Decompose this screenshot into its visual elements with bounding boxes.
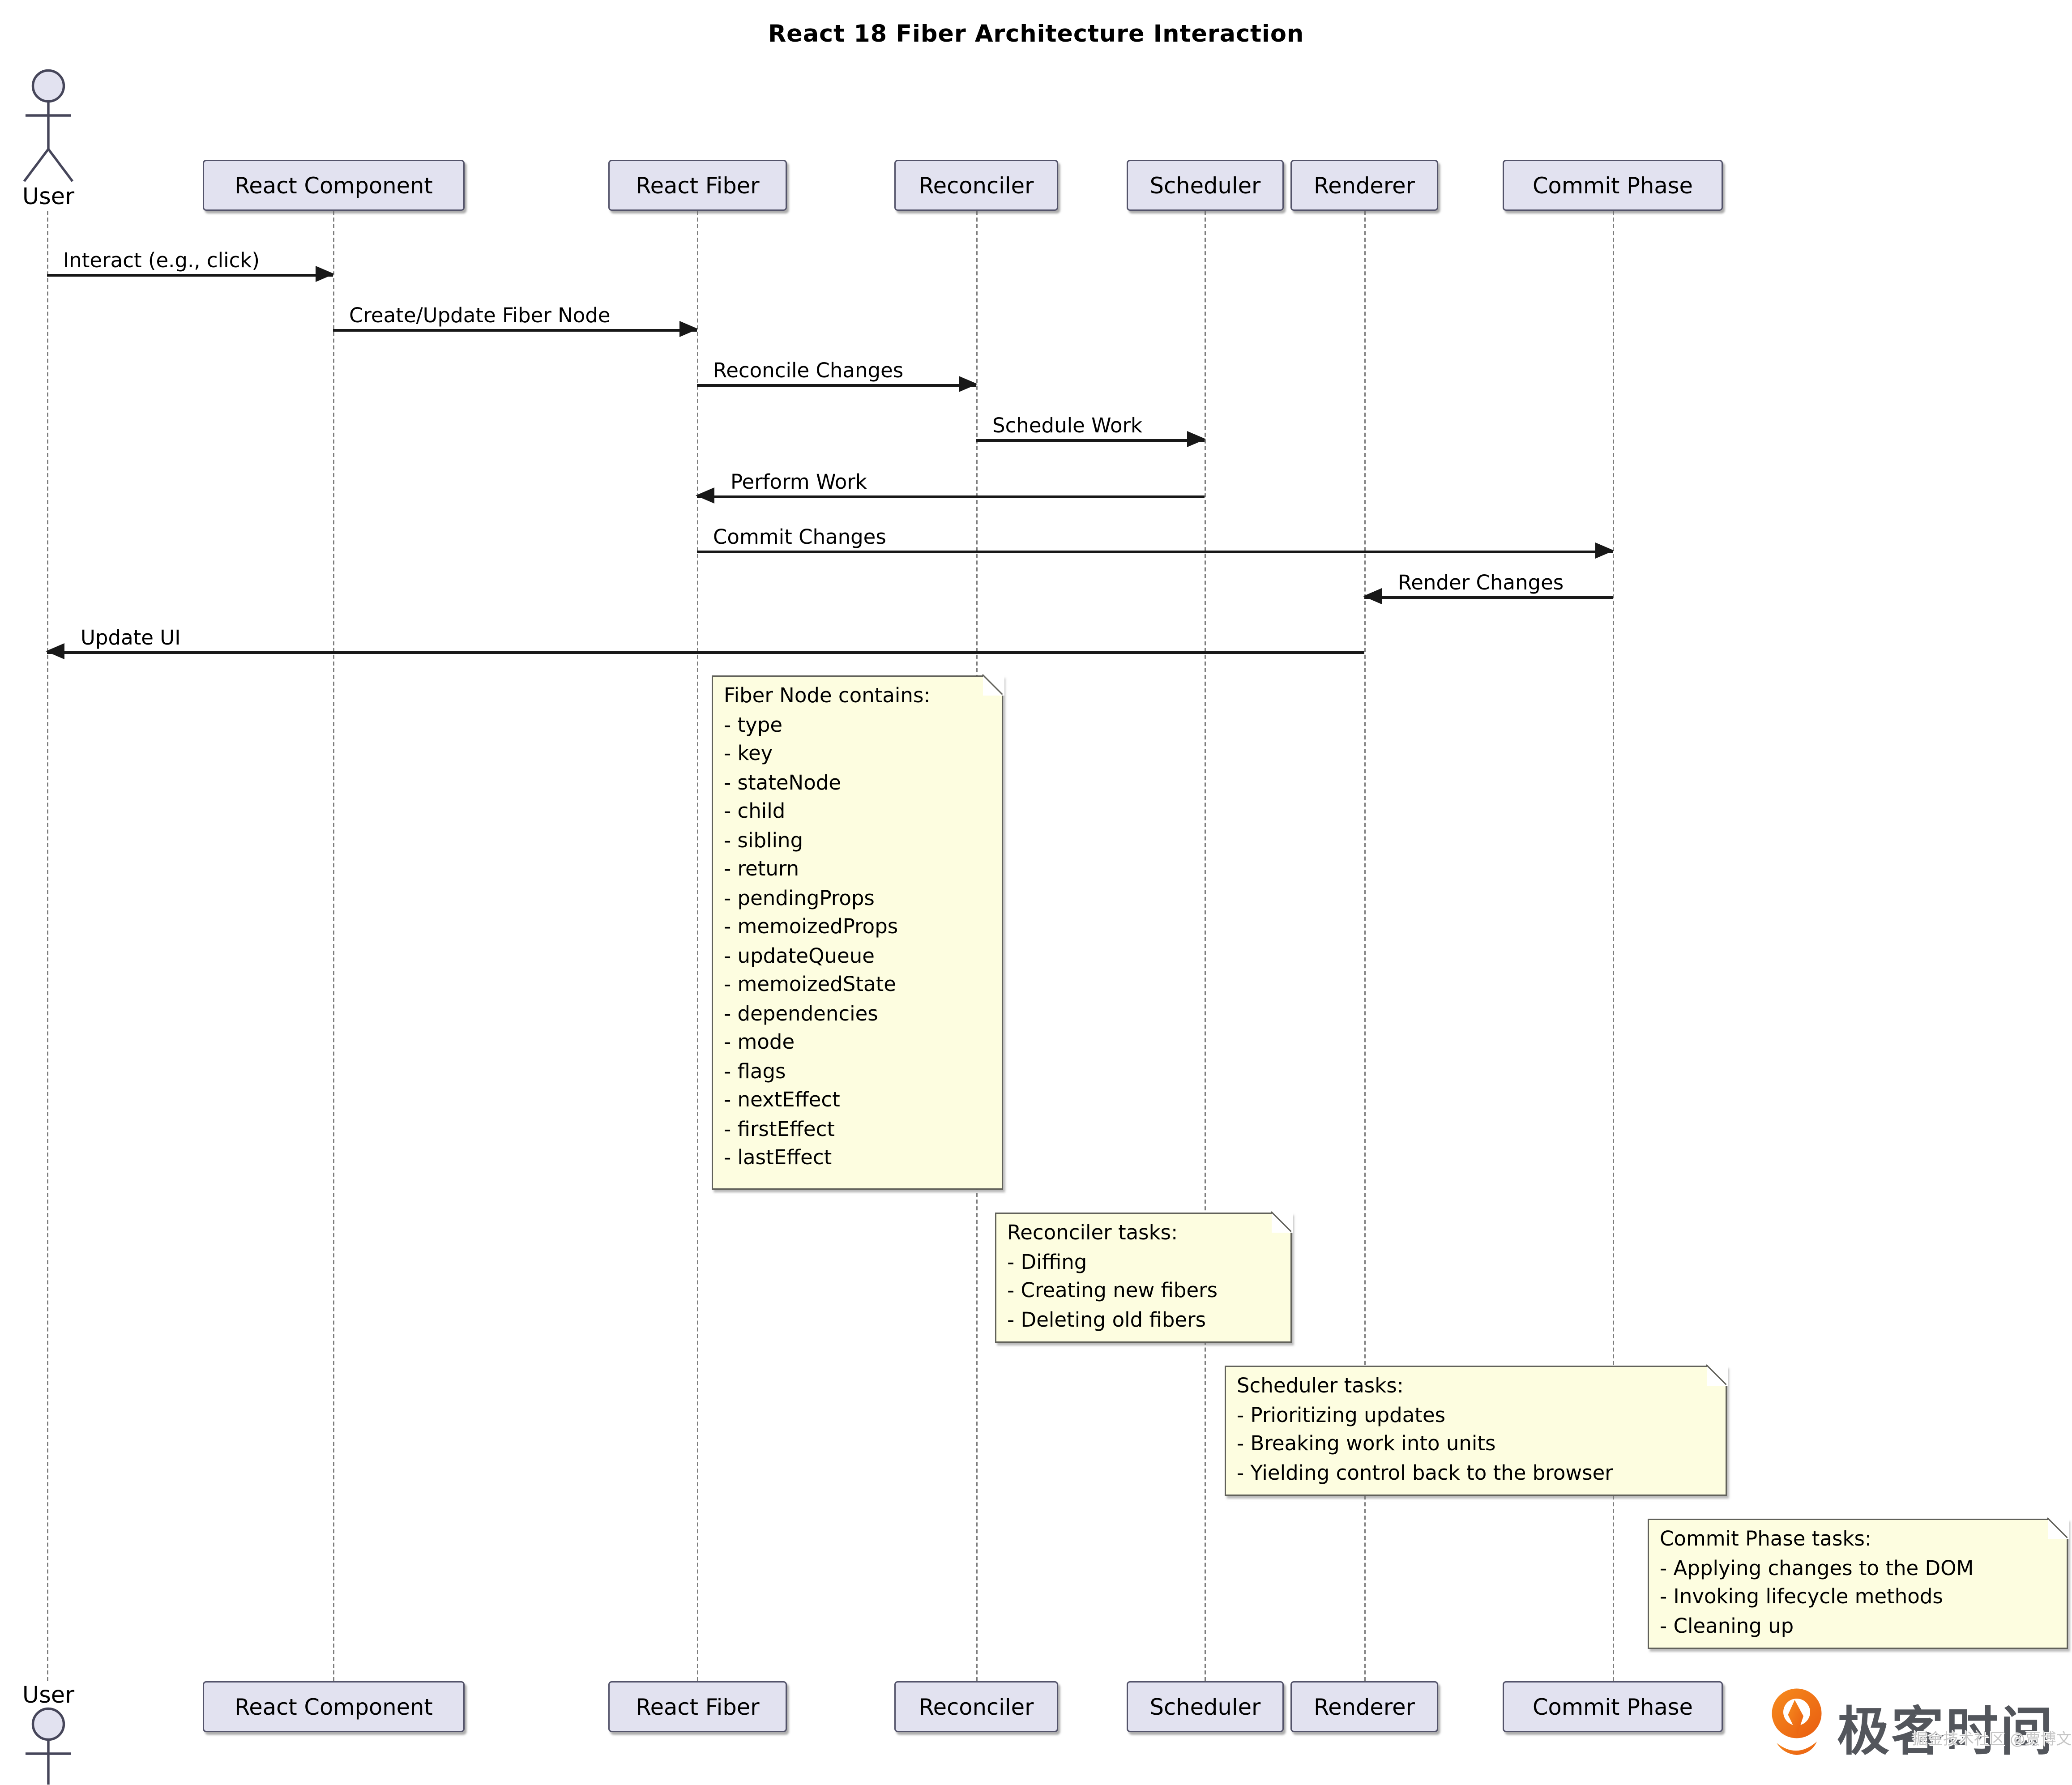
participant-bottom-react-fiber: React Fiber [608,1681,787,1732]
message-label: Interact (e.g., click) [63,248,260,273]
note-line: - type [724,712,783,737]
note-line: - Yielding control back to the browser [1237,1460,1613,1485]
note-title: Commit Phase tasks: [1660,1527,1872,1551]
note-line: - Cleaning up [1660,1613,1794,1638]
note-line: - lastEffect [724,1145,832,1170]
note-line: - sibling [724,828,803,852]
message-commit-changes: Commit Changes [697,525,1614,559]
note-line: - Diffing [1007,1249,1087,1274]
note-line: - Applying changes to the DOM [1660,1555,1974,1580]
message-arrow [46,644,1364,660]
participant-top-scheduler: Scheduler [1127,160,1284,211]
note-line: - updateQueue [724,943,875,968]
stick-figure-icon [23,69,74,182]
message-arrow [1363,589,1613,605]
lifeline-renderer [1364,211,1366,1681]
actor-user-bottom-label: User [22,1683,75,1709]
note-line: - stateNode [724,770,841,794]
note-line: - Deleting old fibers [1007,1307,1206,1332]
participant-top-reconciler: Reconciler [894,160,1058,211]
message-label: Reconcile Changes [713,359,904,383]
note-line: - pendingProps [724,885,875,910]
message-schedule-work: Schedule Work [976,414,1206,448]
message-update-ui: Update UI [46,626,1364,660]
message-reconcile-changes: Reconcile Changes [697,359,978,393]
note-fold-corner [1706,1365,1728,1387]
message-render-changes: Render Changes [1363,571,1613,605]
geektime-logo-icon [1771,1687,1822,1781]
geektime-logo-text: 极客时间 [1837,1703,2055,1763]
participant-bottom-reconciler: Reconciler [894,1681,1058,1732]
actor-user-bottom [19,1707,78,1785]
stick-figure-icon [26,1707,71,1785]
note-title: Reconciler tasks: [1007,1221,1178,1245]
message-create-update-fiber-node: Create/Update Fiber Node [333,303,698,338]
message-arrow [47,266,334,283]
note-line: - nextEffect [724,1088,840,1112]
note-line: - dependencies [724,1001,878,1025]
message-label: Update UI [81,626,181,650]
message-label: Perform Work [731,470,867,494]
participant-bottom-react-component: React Component [203,1681,465,1732]
note-line: - flags [724,1059,786,1083]
note-fold-corner [982,675,1004,696]
message-arrow [697,543,1614,559]
note-lines: - Applying changes to the DOM - Invoking … [1660,1554,2056,1641]
note-commit-phase-tasks: Commit Phase tasks: - Applying changes t… [1648,1518,2069,1649]
message-arrow [333,321,698,338]
lifeline-commit-phase [1613,211,1614,1681]
message-interact: Interact (e.g., click) [47,248,334,283]
message-arrow [976,431,1206,448]
participant-bottom-scheduler: Scheduler [1127,1681,1284,1732]
lifeline-scheduler [1205,211,1206,1681]
note-fiber-node: Fiber Node contains: - type - key - stateN… [712,675,1004,1190]
message-label: Render Changes [1398,571,1564,595]
note-line: - return [724,857,799,881]
note-fold-corner [2047,1518,2069,1540]
note-line: - key [724,741,773,765]
note-lines: - Prioritizing updates - Breaking work in… [1237,1401,1715,1488]
note-lines: - Diffing - Creating new fibers - Deleting… [1007,1248,1280,1335]
note-fold-corner [1271,1212,1293,1234]
participant-top-renderer: Renderer [1290,160,1438,211]
participant-top-commit-phase: Commit Phase [1503,160,1723,211]
note-line: - Breaking work into units [1237,1431,1496,1456]
note-line: - Creating new fibers [1007,1278,1218,1302]
note-line: - firstEffect [724,1116,835,1141]
note-title: Fiber Node contains: [724,683,931,708]
participant-top-react-component: React Component [203,160,465,211]
participant-top-react-fiber: React Fiber [608,160,787,211]
note-line: - memoizedState [724,972,896,996]
message-arrow [697,376,978,393]
lifeline-react-fiber [697,211,698,1681]
note-title: Scheduler tasks: [1237,1374,1404,1398]
watermark-author-text: 掘金技术社区 @贾博文 [1912,1729,2072,1748]
participant-bottom-commit-phase: Commit Phase [1503,1681,1723,1732]
message-arrow [696,488,1205,504]
lifeline-react-component [333,211,334,1681]
actor-user-top [19,68,78,187]
note-lines: - type - key - stateNode - child - sibling - … [724,711,991,1173]
message-label: Commit Changes [713,525,886,549]
note-line: - mode [724,1030,795,1054]
message-label: Create/Update Fiber Node [349,303,611,328]
message-label: Schedule Work [992,414,1143,438]
note-line: - memoizedProps [724,914,898,939]
note-reconciler-tasks: Reconciler tasks: - Diffing - Creating ne… [995,1212,1293,1343]
actor-user-top-label: User [22,184,75,211]
participant-bottom-renderer: Renderer [1290,1681,1438,1732]
lifeline-user [47,211,48,1681]
note-scheduler-tasks: Scheduler tasks: - Prioritizing updates-… [1225,1365,1728,1496]
diagram-title: React 18 Fiber Architecture Interaction [768,21,1304,48]
note-line: - Prioritizing updates [1237,1402,1446,1427]
note-line: - child [724,799,786,823]
message-perform-work: Perform Work [696,470,1205,504]
note-line: - Invoking lifecycle methods [1660,1584,1943,1609]
